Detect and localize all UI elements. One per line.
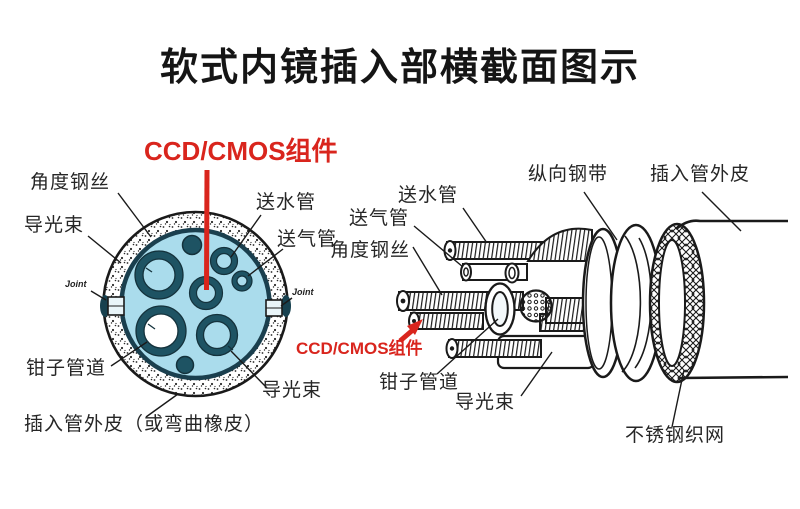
- light-guide-circle-top-left: [134, 250, 184, 300]
- steel-mesh-3d: [648, 222, 706, 384]
- ccd-pointer-line: [204, 169, 210, 291]
- label-light-guide-bottom-left: 导光束: [262, 380, 323, 401]
- cross-section-circle: [87, 169, 293, 418]
- ccd-pointer-arrow: [398, 319, 423, 343]
- air-tube-circle: [231, 270, 253, 292]
- cutaway-view: [396, 191, 789, 428]
- label-air-tube-right: 送气管: [349, 208, 410, 229]
- light-guide-3d: [519, 289, 553, 323]
- label-air-tube-left: 送气管: [277, 229, 338, 250]
- label-longitudinal-band: 纵向钢带: [528, 164, 609, 185]
- label-outer-skin-left: 插入管外皮（或弯曲橡皮）: [24, 414, 265, 435]
- label-forceps-channel-right: 钳子管道: [379, 372, 460, 393]
- label-forceps-channel-left: 钳子管道: [26, 358, 107, 379]
- label-light-guide-right: 导光束: [455, 392, 516, 413]
- label-water-tube-right: 送水管: [398, 185, 459, 206]
- label-angle-wire-right: 角度钢丝: [330, 240, 411, 261]
- label-joint-left: Joint: [65, 279, 87, 289]
- label-steel-mesh: 不锈钢织网: [625, 425, 726, 446]
- water-tube-circle: [209, 246, 239, 276]
- label-outer-skin-right: 插入管外皮: [650, 164, 751, 185]
- left-leader-lines: [87, 192, 293, 418]
- label-ccd-cmos-right: CCD/CMOS组件: [296, 339, 423, 358]
- right-leader-lines: [412, 191, 742, 428]
- label-water-tube-left: 送水管: [256, 192, 317, 213]
- forceps-channel-3d: [484, 282, 516, 336]
- label-joint-right: Joint: [292, 287, 314, 297]
- outer-skin-3d: [675, 219, 789, 380]
- light-guide-circle-bottom-right: [195, 313, 239, 357]
- label-light-guide-left: 导光束: [24, 215, 85, 236]
- page-title: 软式内镜插入部横截面图示: [159, 47, 640, 89]
- label-angle-wire-left: 角度钢丝: [30, 172, 111, 193]
- label-ccd-cmos-left: CCD/CMOS组件: [144, 136, 338, 166]
- bottom-coil-3d: [445, 338, 542, 359]
- forceps-channel-circle: [135, 305, 187, 357]
